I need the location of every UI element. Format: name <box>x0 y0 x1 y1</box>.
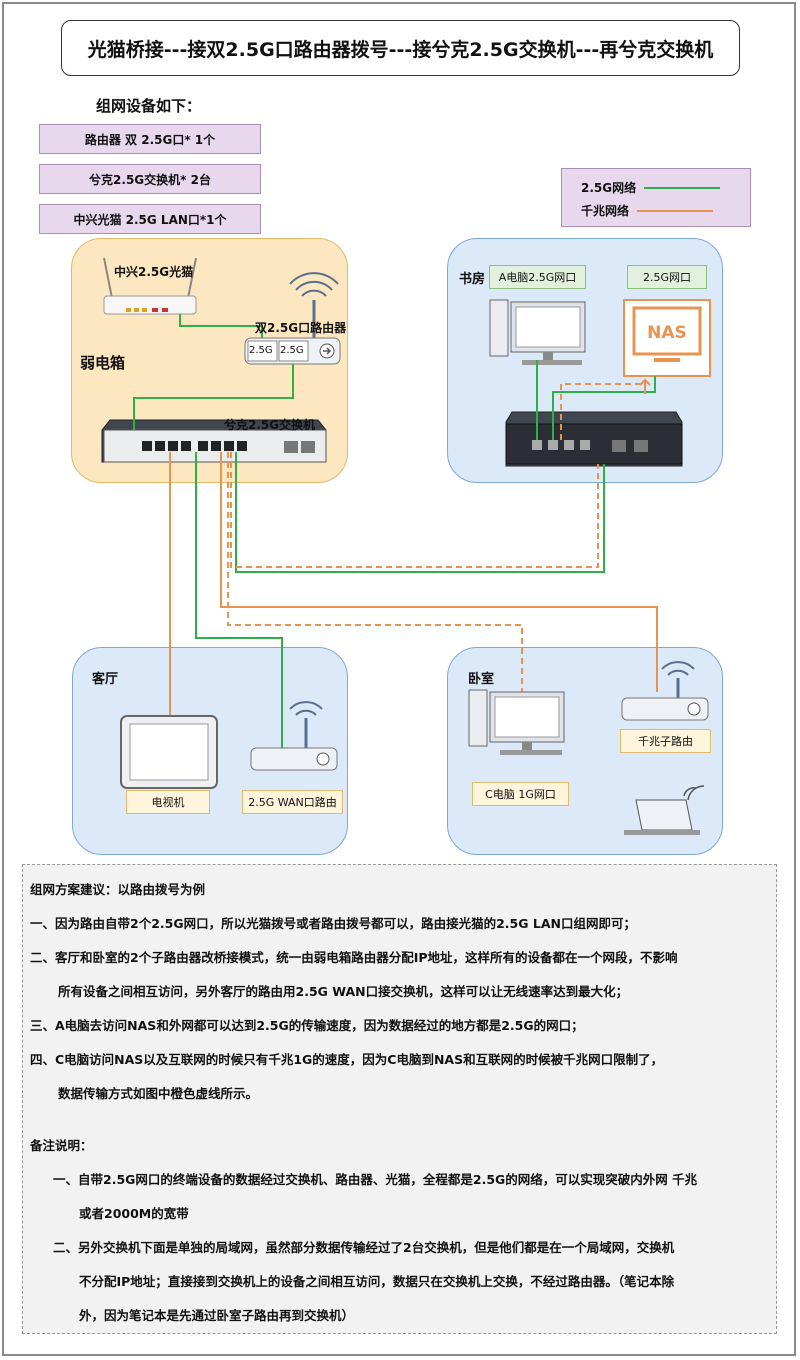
zone-title-study: 书房 <box>459 272 486 287</box>
zone-title-living: 客厅 <box>92 672 119 687</box>
tag-bedroom-router: 千兆子路由 <box>620 729 711 753</box>
tag-nas-port: 2.5G网口 <box>627 265 707 289</box>
page-title: 光猫桥接---接双2.5G口路由器拨号---接兮克2.5G交换机---再兮克交换… <box>61 20 740 76</box>
tag-pc-a: A电脑2.5G网口 <box>489 265 586 289</box>
remark-line: 外，因为笔记本是先通过卧室子路由再到交换机） <box>79 1308 355 1323</box>
label-dual-router: 双2.5G口路由器 <box>255 321 347 335</box>
tag-tv: 电视机 <box>126 790 210 814</box>
equipment-item-switch: 兮克2.5G交换机* 2台 <box>39 164 261 194</box>
notes-panel: 组网方案建议：以路由拨号为例 一、因为路由自带2个2.5G网口，所以光猫拨号或者… <box>22 864 777 1334</box>
remark-line: 一、自带2.5G网口的终端设备的数据经过交换机、路由器、光猫，全程都是2.5G的… <box>53 1172 698 1187</box>
equipment-item-router: 路由器 双 2.5G口* 1个 <box>39 124 261 154</box>
legend-item-gigabit: 千兆网络 <box>581 202 714 219</box>
note-line: 四、C电脑访问NAS以及互联网的时候只有千兆1G的速度，因为C电脑到NAS和互联… <box>30 1052 664 1067</box>
remark-line: 二、另外交换机下面是单独的局域网，虽然部分数据传输经过了2台交换机，但是他们都是… <box>53 1240 675 1255</box>
note-line: 三、A电脑去访问NAS和外网都可以达到2.5G的传输速度，因为数据经过的地方都是… <box>30 1018 584 1033</box>
note-line: 一、因为路由自带2个2.5G网口，所以光猫拨号或者路由拨号都可以，路由接光猫的2… <box>30 916 636 931</box>
note-line: 所有设备之间相互访问，另外客厅的路由用2.5G WAN口接交换机，这样可以让无线… <box>58 984 629 999</box>
remarks-heading: 备注说明： <box>30 1138 93 1153</box>
equipment-item-modem: 中兴光猫 2.5G LAN口*1个 <box>39 204 261 234</box>
legend-line-green <box>644 186 721 189</box>
legend: 2.5G网络 千兆网络 <box>561 168 751 227</box>
notes-heading: 组网方案建议：以路由拨号为例 <box>30 882 206 897</box>
router-port-2: 2.5G <box>280 345 304 356</box>
note-line: 二、客厅和卧室的2个子路由器改桥接模式，统一由弱电箱路由器分配IP地址，这样所有… <box>30 950 678 965</box>
tag-pc-c: C电脑 1G网口 <box>472 782 569 806</box>
zone-title-bedroom: 卧室 <box>468 672 495 687</box>
legend-label: 2.5G网络 <box>581 181 637 195</box>
equipment-heading: 组网设备如下： <box>96 97 202 115</box>
legend-item-2-5g: 2.5G网络 <box>581 179 721 196</box>
remark-line: 不分配IP地址；直接接到交换机上的设备之间相互访问，数据只在交换机上交换，不经过… <box>79 1274 675 1289</box>
router-port-1: 2.5G <box>249 345 273 356</box>
label-modem: 中兴2.5G光猫 <box>114 265 194 279</box>
zone-title-weak-box: 弱电箱 <box>80 354 126 372</box>
remark-line: 或者2000M的宽带 <box>79 1206 189 1221</box>
label-switch-weak-box: 兮克2.5G交换机 <box>224 418 316 432</box>
legend-label: 千兆网络 <box>581 204 630 218</box>
tag-living-router: 2.5G WAN口路由 <box>242 790 343 814</box>
note-line: 数据传输方式如图中橙色虚线所示。 <box>58 1086 259 1101</box>
legend-line-orange <box>637 209 714 212</box>
